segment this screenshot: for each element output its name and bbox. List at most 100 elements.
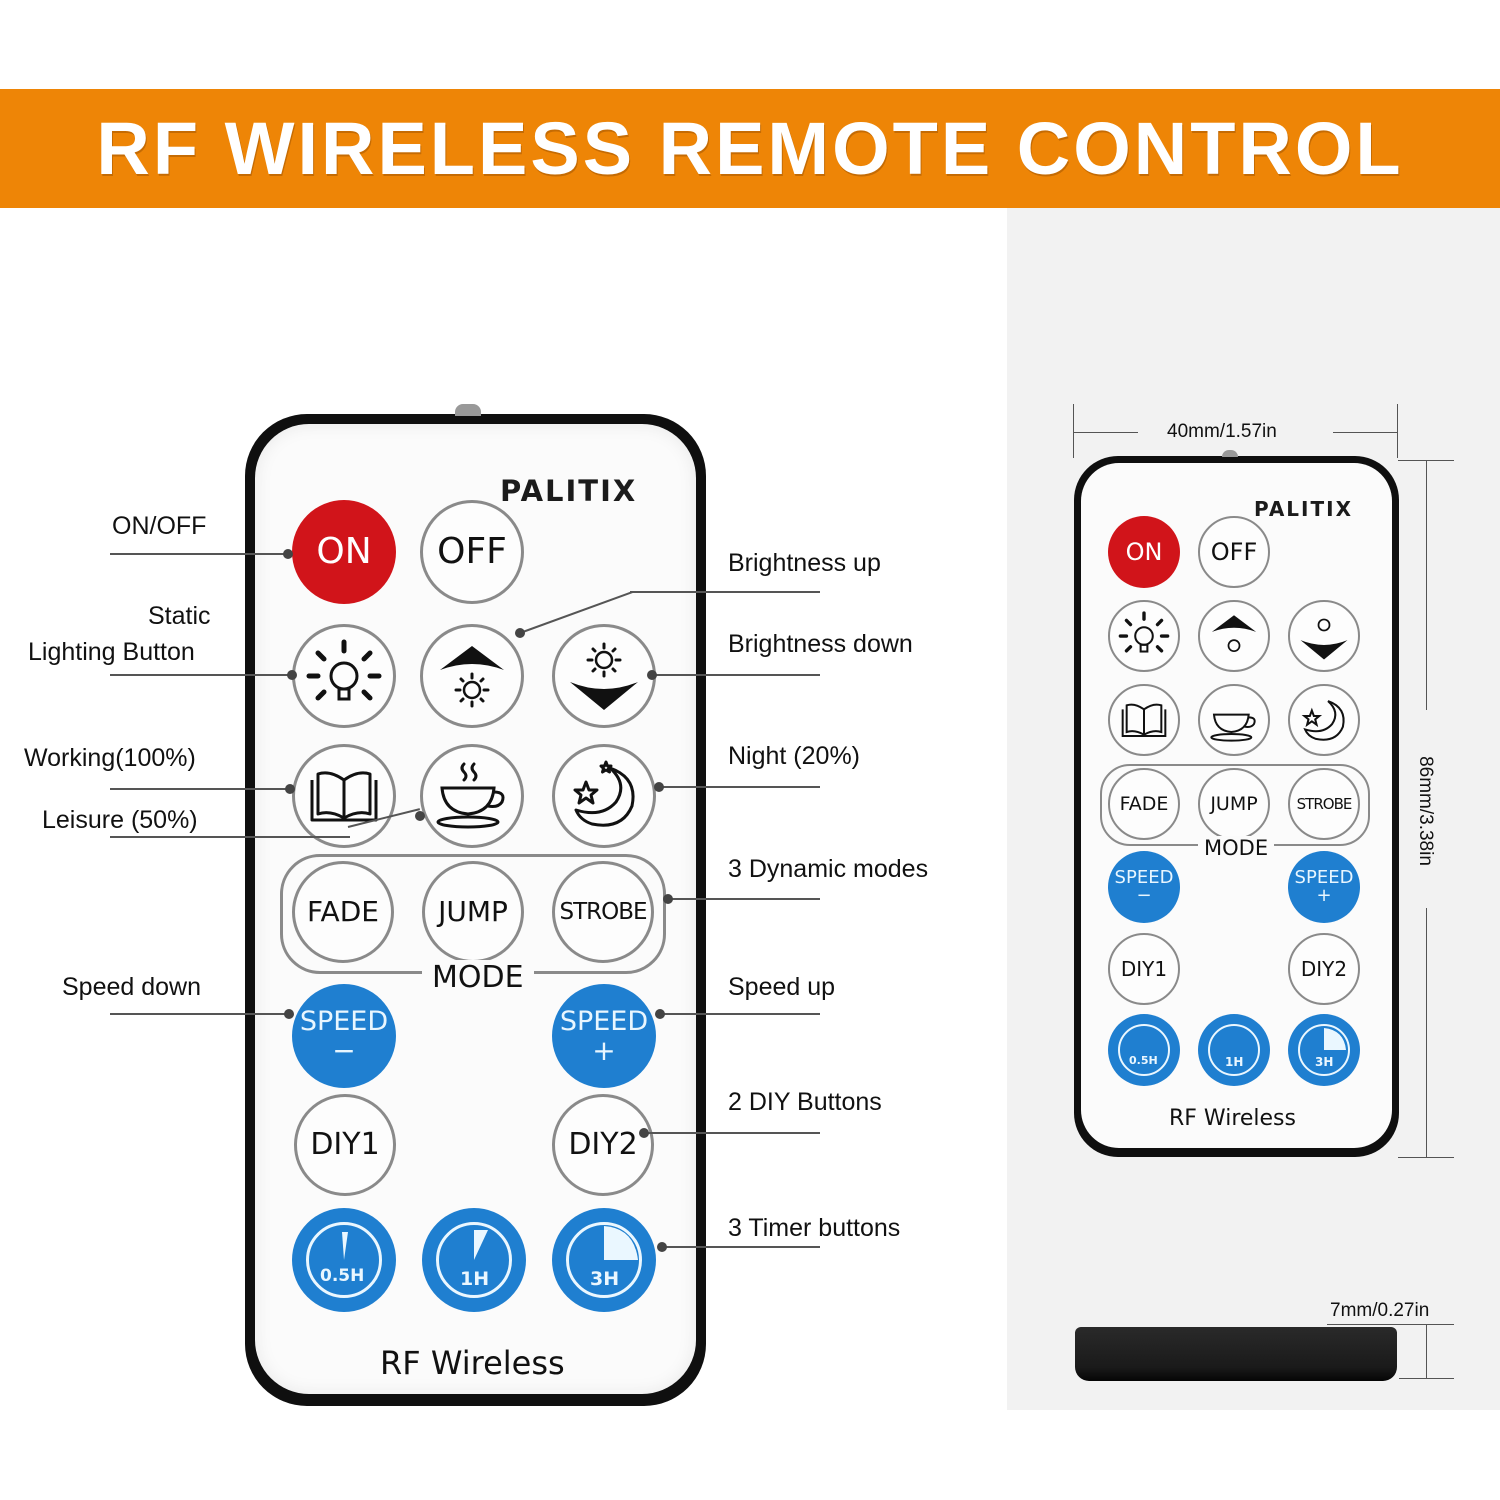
jump-button[interactable]: JUMP <box>422 861 524 963</box>
callout-dot <box>639 1128 649 1138</box>
callout-dot <box>663 894 673 904</box>
callout-speed-up: Speed up <box>728 973 836 1001</box>
callout-leisure: Leisure (50%) <box>42 806 198 834</box>
callout-brightness-up: Brightness up <box>728 549 881 577</box>
dim-width-line-right <box>1333 432 1397 433</box>
banner-title: RF WIRELESS REMOTE CONTROL <box>96 107 1404 190</box>
callout-line <box>110 553 290 555</box>
timer-clock-icon <box>1298 1024 1350 1076</box>
diy2-button[interactable]: DIY2 <box>552 1094 654 1196</box>
moon-star-icon <box>573 760 635 827</box>
callout-static-line2: Lighting Button <box>28 638 195 666</box>
fade-label: FADE <box>307 895 379 928</box>
timer-clock-icon <box>1118 1024 1170 1076</box>
diy1-button[interactable]: DIY1 <box>294 1094 396 1196</box>
timer-wedge-icon <box>474 1230 488 1260</box>
brightness-up-button[interactable] <box>420 624 524 728</box>
speed-up-button[interactable]: SPEED + <box>552 984 656 1088</box>
working-button[interactable] <box>292 744 396 848</box>
strobe-label: STROBE <box>559 898 647 925</box>
callout-line <box>110 674 292 676</box>
timer-3h-label: 3H <box>590 1268 620 1290</box>
callout-diy: 2 DIY Buttons <box>728 1088 882 1116</box>
small-off-button[interactable]: OFF <box>1198 516 1270 588</box>
callout-dot <box>284 1009 294 1019</box>
timer-3h-button[interactable]: 3H <box>552 1208 656 1312</box>
speed-down-button[interactable]: SPEED − <box>292 984 396 1088</box>
timer-clock-icon <box>306 1222 382 1298</box>
small-strobe-button[interactable]: STROBE <box>1288 768 1360 840</box>
small-on-button[interactable]: ON <box>1108 516 1180 588</box>
off-button[interactable]: OFF <box>420 500 524 604</box>
small-rf-wireless-label: RF Wireless <box>1169 1106 1296 1131</box>
callout-dot <box>515 628 525 638</box>
lightbulb-icon <box>306 639 382 701</box>
static-lighting-button[interactable] <box>292 624 396 728</box>
coffee-cup-icon <box>1210 713 1256 742</box>
callout-line <box>652 674 820 676</box>
small-brand-logo: PALITIX <box>1254 497 1353 521</box>
fade-button[interactable]: FADE <box>292 861 394 963</box>
small-speed-down-label: SPEED <box>1114 867 1174 888</box>
speed-up-label: SPEED <box>559 1005 649 1037</box>
on-button[interactable]: ON <box>292 500 396 604</box>
small-timer-3h-button[interactable]: 3H <box>1288 1014 1360 1086</box>
callout-dot <box>283 549 293 559</box>
callout-dot <box>287 670 297 680</box>
timer-1h-label: 1H <box>460 1268 490 1290</box>
remote-side-view <box>1075 1327 1397 1381</box>
timer-0-5h-label: 0.5H <box>320 1266 365 1286</box>
callout-static-line1: Static <box>148 602 211 630</box>
small-timer-1h-button[interactable]: 1H <box>1198 1014 1270 1086</box>
callout-dot <box>285 784 295 794</box>
title-banner: RF WIRELESS REMOTE CONTROL <box>0 89 1500 208</box>
small-brightness-up-button[interactable] <box>1198 600 1270 672</box>
night-button[interactable] <box>552 744 656 848</box>
timer-clock-icon <box>436 1222 512 1298</box>
timer-0-5h-button[interactable]: 0.5H <box>292 1208 396 1312</box>
timer-clock-icon <box>1208 1024 1260 1076</box>
coffee-cup-icon <box>436 762 505 829</box>
small-timer-0-5h-button[interactable]: 0.5H <box>1108 1014 1180 1086</box>
callout-line <box>110 836 350 838</box>
small-night-button[interactable] <box>1288 684 1360 756</box>
antenna-nub <box>1222 450 1238 457</box>
timer-wedge-icon <box>342 1232 348 1260</box>
small-diy2-button[interactable]: DIY2 <box>1288 933 1360 1005</box>
brightness-up-icon <box>1211 615 1257 653</box>
small-diy1-button[interactable]: DIY1 <box>1108 933 1180 1005</box>
callout-line <box>110 788 290 790</box>
timer-clock-icon <box>566 1222 642 1298</box>
small-working-button[interactable] <box>1108 684 1180 756</box>
small-off-label: OFF <box>1210 538 1258 566</box>
callout-line <box>668 898 820 900</box>
small-static-lighting-button[interactable] <box>1108 600 1180 672</box>
timer-1h-button[interactable]: 1H <box>422 1208 526 1312</box>
small-jump-button[interactable]: JUMP <box>1198 768 1270 840</box>
book-icon <box>1121 703 1167 737</box>
leisure-button[interactable] <box>420 744 524 848</box>
brightness-down-icon <box>570 642 638 710</box>
speed-down-label: SPEED <box>299 1005 389 1037</box>
small-on-label: ON <box>1125 538 1163 566</box>
lightbulb-icon <box>1118 611 1170 653</box>
strobe-button[interactable]: STROBE <box>552 861 654 963</box>
small-fade-button[interactable]: FADE <box>1108 768 1180 840</box>
remote-face: PALITIX ON OFF <box>255 424 696 1394</box>
brightness-up-icon <box>440 646 504 708</box>
mode-label: MODE <box>422 960 534 995</box>
callout-on-off: ON/OFF <box>112 512 207 540</box>
small-speed-up-button[interactable]: SPEED + <box>1288 851 1360 923</box>
small-speed-down-button[interactable]: SPEED − <box>1108 851 1180 923</box>
small-brightness-down-button[interactable] <box>1288 600 1360 672</box>
brightness-down-button[interactable] <box>552 624 656 728</box>
callout-brightness-down: Brightness down <box>728 630 913 658</box>
dim-width-label: 40mm/1.57in <box>1167 421 1277 442</box>
small-remote: PALITIX ON OFF <box>1074 450 1399 1157</box>
small-leisure-button[interactable] <box>1198 684 1270 756</box>
small-timer-3h-label: 3H <box>1315 1055 1334 1069</box>
callout-dot <box>647 670 657 680</box>
dim-thickness-bottom-line <box>1399 1378 1454 1379</box>
main-remote: PALITIX ON OFF <box>245 404 706 1406</box>
callout-line <box>660 786 820 788</box>
